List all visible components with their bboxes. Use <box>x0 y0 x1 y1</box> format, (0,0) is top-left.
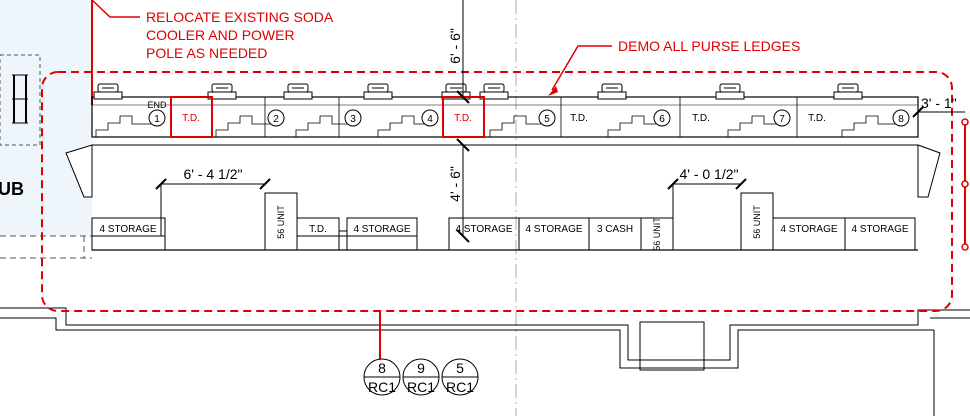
td-label-1: T.D. <box>570 113 588 124</box>
demo-arrow <box>548 86 558 96</box>
unit-label-2: 56 UNIT <box>652 217 662 251</box>
dim-horiz-right: 4' - 0 1/2" <box>679 166 738 182</box>
counter-step <box>841 115 898 137</box>
dim-right-edge: 3' - 1" <box>921 95 957 111</box>
relocate-note-line-1: RELOCATE EXISTING SODA <box>146 9 334 25</box>
counter-step <box>727 115 784 137</box>
counter-step <box>95 115 152 137</box>
lane-number-circle <box>421 109 439 127</box>
cooler-icon <box>207 83 237 100</box>
detail-tag-sheet: RC1 <box>446 379 474 395</box>
demo-leader <box>551 45 612 91</box>
storage-label-3: 4 STORAGE <box>455 224 512 235</box>
detail-tag-sheet: RC1 <box>368 379 396 395</box>
relocate-leader <box>91 0 140 18</box>
cooler-icon <box>283 83 313 100</box>
detail-tag-number: 8 <box>378 360 386 376</box>
detail-tag-number: 9 <box>417 360 425 376</box>
lane-number: 1 <box>154 114 160 125</box>
dim-vertical-top: 6' - 6" <box>447 28 463 64</box>
checkout-strip <box>65 96 941 198</box>
storage-label-6: 4 STORAGE <box>851 224 908 235</box>
lane-number-circle <box>344 109 362 127</box>
horizontal-dimensions <box>155 106 965 236</box>
structural-column-icon <box>0 54 41 146</box>
storage-label-2: 4 STORAGE <box>353 224 410 235</box>
lane-number-circle <box>773 109 791 127</box>
lane-number: 5 <box>544 114 550 125</box>
lane-number-circle <box>653 109 671 127</box>
vertical-dimension <box>456 0 470 243</box>
dim-horiz-left: 6' - 4 1/2" <box>183 166 242 182</box>
lane-number: 8 <box>898 114 904 125</box>
dim-vertical-mid: 4' - 6" <box>447 166 463 202</box>
counter-step <box>607 115 664 137</box>
cooler-icon <box>363 83 393 100</box>
relocate-note-line-3: POLE AS NEEDED <box>146 45 267 61</box>
lane-number: 4 <box>427 114 433 125</box>
unit-label-3: 56 UNIT <box>752 205 762 239</box>
unit-label-1: 56 UNIT <box>276 205 286 239</box>
lane-numbers: 1 2 3 4 5 6 7 8 <box>148 109 910 127</box>
cooler-icon <box>715 83 745 100</box>
cash-label: 3 CASH <box>597 224 633 235</box>
lane-number-circle <box>538 109 556 127</box>
counter-step <box>215 115 272 137</box>
lane-number-circle <box>148 109 166 127</box>
detail-tag-sheet: RC1 <box>407 379 435 395</box>
lane-number-circle <box>892 109 910 127</box>
relocate-note-line-2: COOLER AND POWER <box>146 27 295 43</box>
detail-tag-number: 5 <box>456 360 464 376</box>
lane-number: 3 <box>350 114 356 125</box>
td-box-red-1 <box>170 96 213 138</box>
counter-step <box>377 115 434 137</box>
counter-step <box>295 115 352 137</box>
lane-number: 2 <box>273 114 279 125</box>
cooler-icon <box>93 83 123 100</box>
lane-number: 6 <box>659 114 665 125</box>
floor-outline <box>0 307 970 416</box>
storage-label-5: 4 STORAGE <box>780 224 837 235</box>
counter-step <box>489 115 546 137</box>
left-edge-label: UB <box>0 179 24 199</box>
td-label-2: T.D. <box>692 113 710 124</box>
demo-note: DEMO ALL PURSE LEDGES <box>618 38 800 54</box>
td-label-storage: T.D. <box>309 224 327 235</box>
cooler-icon <box>597 83 627 100</box>
dashed-boundary <box>0 235 92 259</box>
td-label-red-2: T.D. <box>454 113 472 124</box>
lane-number: 7 <box>779 114 785 125</box>
cooler-icons <box>93 83 863 100</box>
td-label-red-1: T.D. <box>182 113 200 124</box>
cooler-icon <box>441 83 471 100</box>
demo-boundary <box>41 71 953 312</box>
cooler-icon <box>833 83 863 100</box>
cooler-icon <box>479 83 509 100</box>
lane-number-circle <box>267 109 285 127</box>
storage-label-1: 4 STORAGE <box>99 224 156 235</box>
hatched-area <box>0 0 92 236</box>
td-label-3: T.D. <box>808 113 826 124</box>
storage-label-4: 4 STORAGE <box>525 224 582 235</box>
soda-cooler-marker <box>961 118 969 251</box>
end-label: END <box>147 100 167 110</box>
storage-row <box>91 192 918 251</box>
